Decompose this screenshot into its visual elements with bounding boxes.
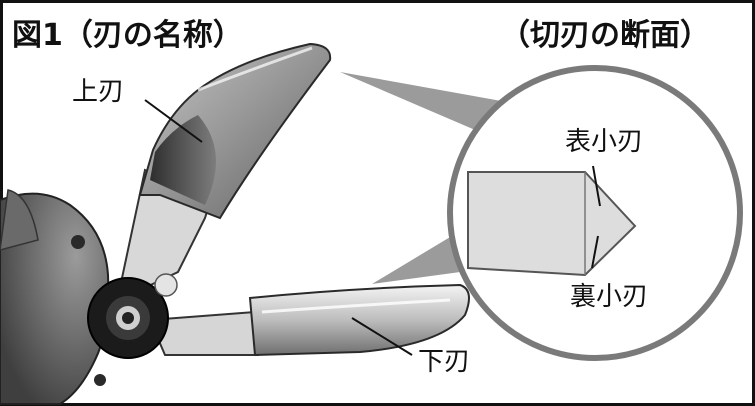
pruner-body	[0, 189, 110, 405]
body-screw-2	[94, 374, 106, 386]
body-screw-1	[71, 235, 85, 249]
figure-title: 図1（刃の名称）	[12, 18, 243, 53]
upper-blade	[120, 42, 332, 292]
section-title: （切刃の断面）	[500, 18, 710, 53]
lower-blade-label: 下刃	[418, 347, 470, 377]
upper-blade-label: 上刃	[72, 77, 124, 107]
back-small-edge-label: 裏小刃	[570, 282, 648, 312]
lower-blade	[148, 283, 470, 357]
front-small-edge-label: 表小刃	[565, 127, 643, 157]
blade-cross-section-shape	[467, 171, 637, 277]
back-edge-leader	[591, 235, 599, 269]
upper-blade-leader	[144, 99, 203, 143]
lower-blade-leader	[351, 317, 413, 356]
pivot-joint	[87, 273, 178, 359]
cross-section-view	[447, 65, 743, 361]
front-edge-leader	[592, 165, 601, 207]
